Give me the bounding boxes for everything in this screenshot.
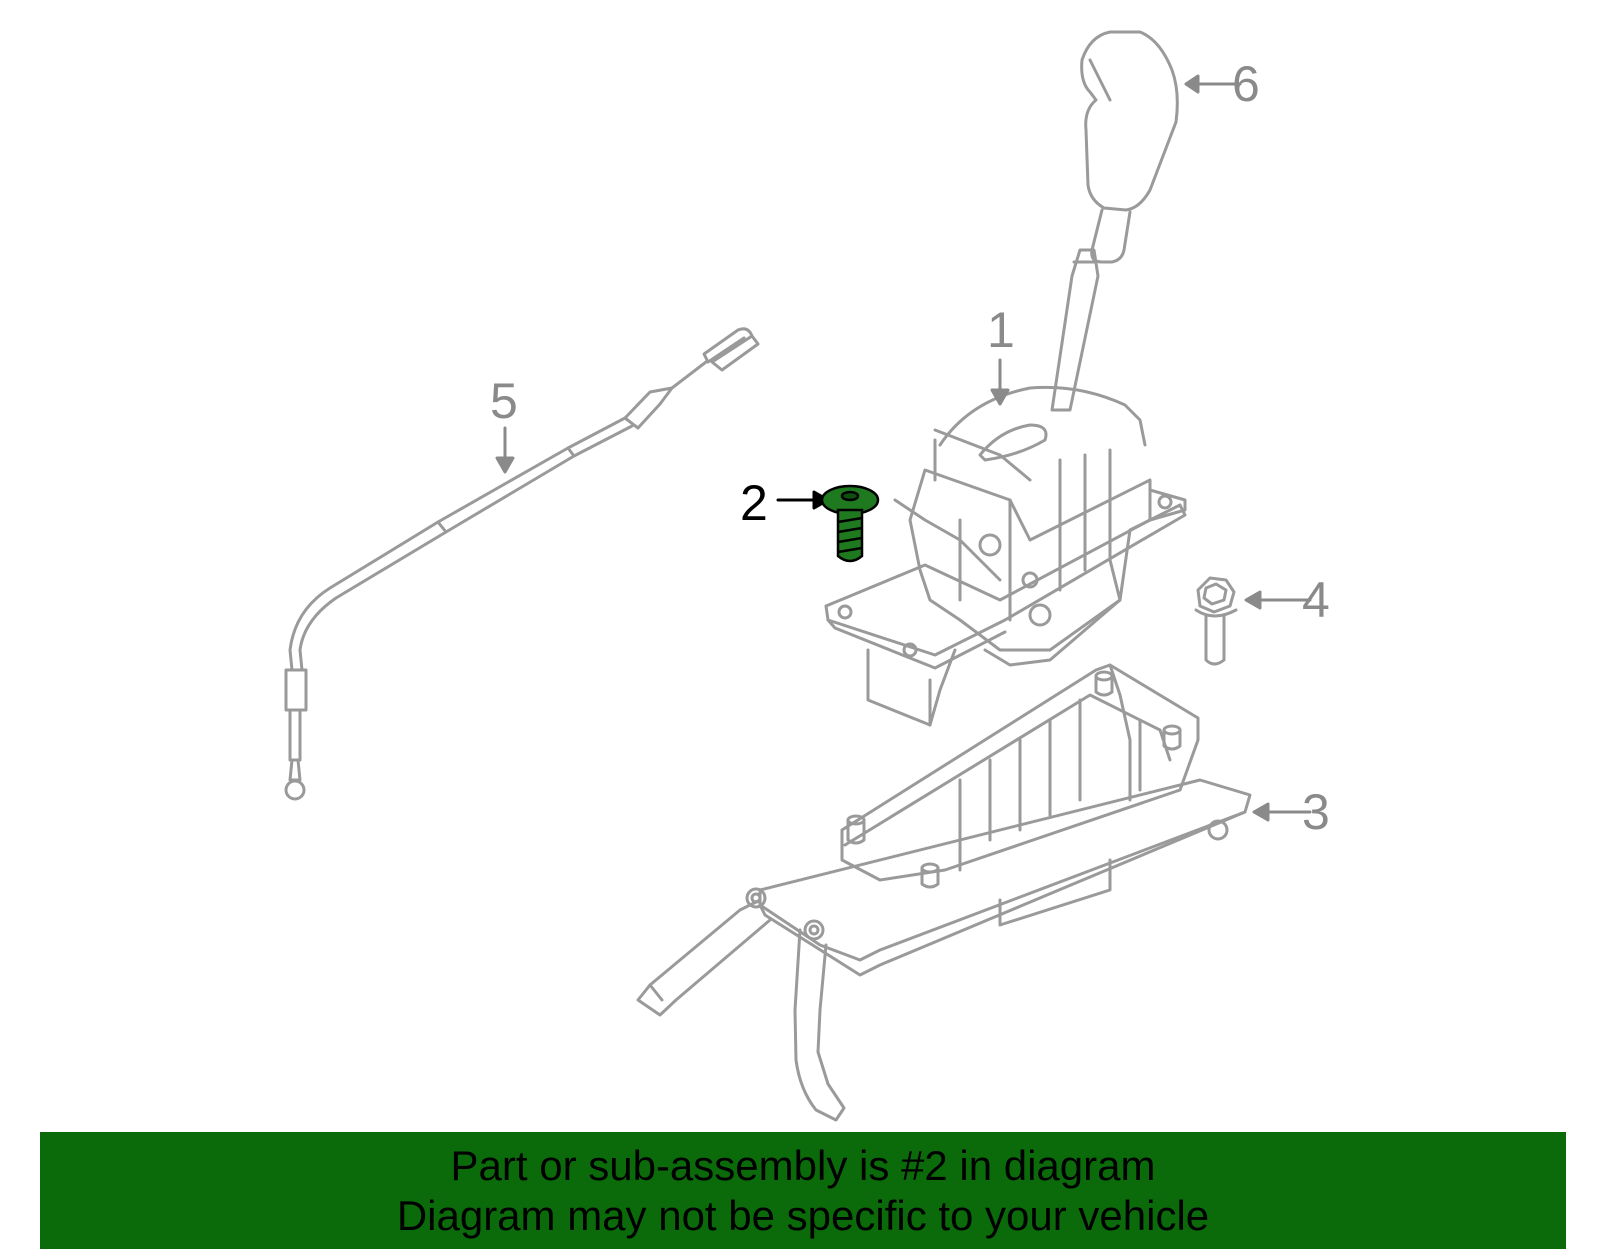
callout-1: 1 xyxy=(987,302,1015,358)
parts-diagram xyxy=(284,30,1312,1122)
callout-4: 4 xyxy=(1302,572,1330,628)
screw-part[interactable] xyxy=(820,484,880,563)
banner-line-disclaimer: Diagram may not be specific to your vehi… xyxy=(396,1191,1210,1239)
callout-6: 6 xyxy=(1232,56,1260,112)
callout-2: 2 xyxy=(740,475,768,531)
info-banner: Part or sub-assembly is #2 in diagram Di… xyxy=(40,1132,1566,1249)
selected-leader-line xyxy=(776,490,830,510)
console-bracket-part[interactable] xyxy=(636,663,1252,1122)
banner-line-part-info: Part or sub-assembly is #2 in diagram xyxy=(450,1141,1156,1189)
shift-knob-part[interactable] xyxy=(1080,30,1179,264)
shifter-assembly-part[interactable] xyxy=(824,248,1187,727)
bolt-part[interactable] xyxy=(1194,576,1238,666)
shift-cable-part[interactable] xyxy=(284,327,760,801)
callout-3: 3 xyxy=(1302,784,1330,840)
callout-5: 5 xyxy=(490,373,518,429)
leader-lines xyxy=(495,74,1312,822)
